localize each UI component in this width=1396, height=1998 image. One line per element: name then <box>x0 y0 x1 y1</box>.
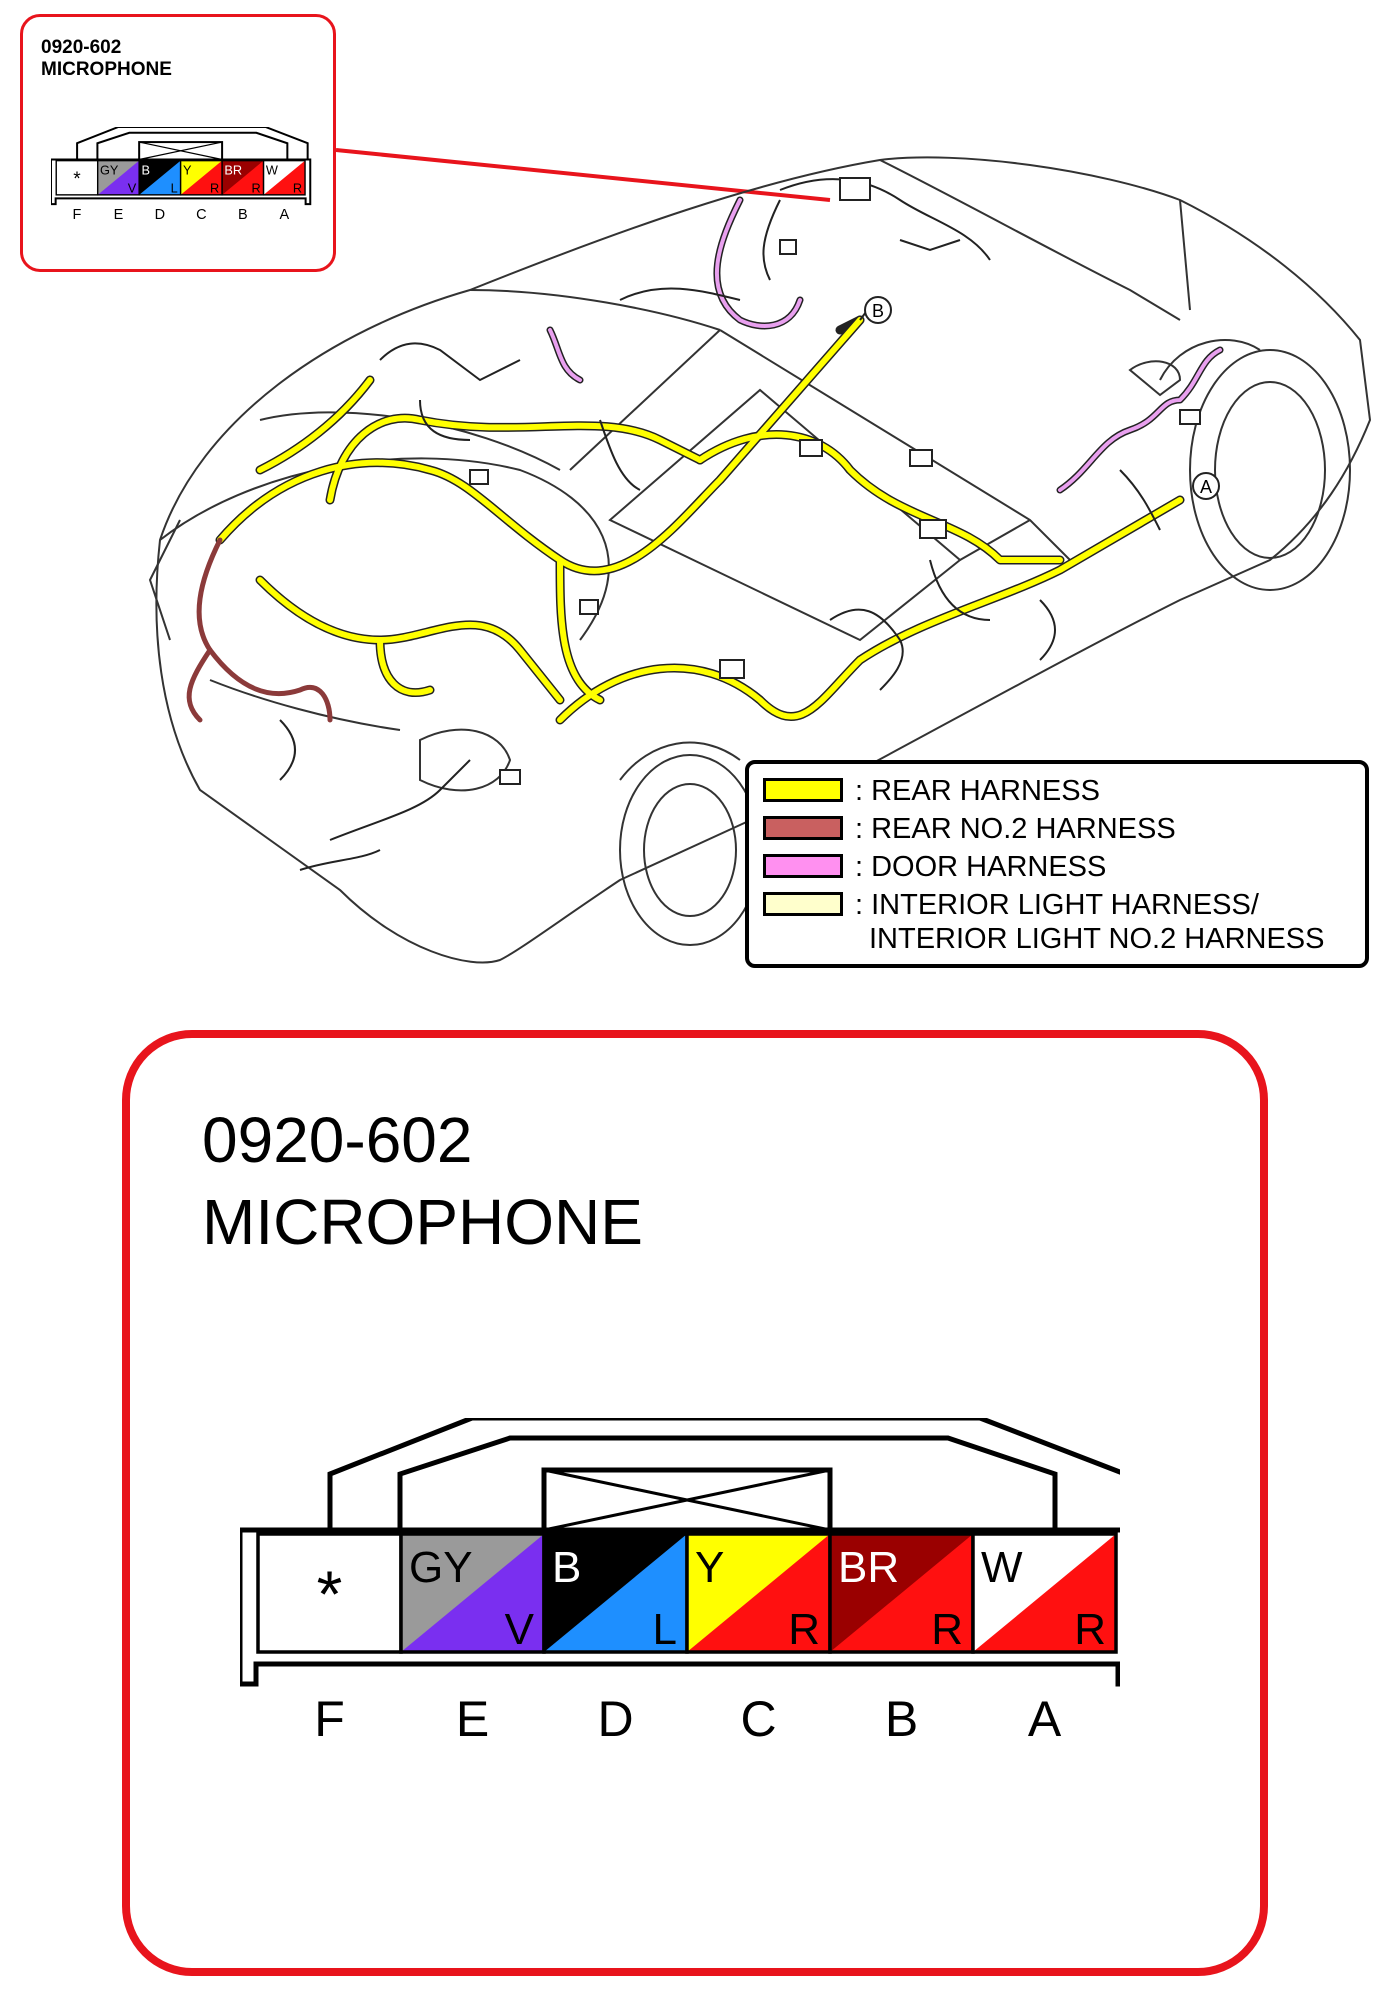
connector-hood <box>327 1418 1120 1530</box>
pin-bottom-color <box>687 1534 830 1652</box>
pin-bottom-color <box>180 160 223 195</box>
pin-bottom-label: R <box>210 181 219 196</box>
pin-bottom-label: R <box>931 1605 963 1654</box>
marker-a: A <box>1192 472 1220 500</box>
connector-hood-inner <box>397 1435 1058 1530</box>
legend-label-rear-harness: : REAR HARNESS <box>855 775 1100 807</box>
pin-top-label: B <box>141 163 150 178</box>
pin-symbol: * <box>73 169 81 190</box>
pin-letter: B <box>238 207 248 223</box>
connector-pin-e: GY V <box>96 159 140 196</box>
connector-pin-a: WR <box>262 159 306 196</box>
legend-label-interior-light-no2-harness: INTERIOR LIGHT NO.2 HARNESS <box>869 923 1325 955</box>
connector-pin-c: YR <box>685 1532 832 1654</box>
pin-bottom-color <box>544 1534 687 1652</box>
legend-swatch-rear-harness <box>763 778 843 802</box>
connector-hood <box>76 127 309 160</box>
connector-code: 0920-602 <box>202 1104 473 1176</box>
legend-label-rear-no2-harness: : REAR NO.2 HARNESS <box>855 813 1176 845</box>
pin-top-label: BR <box>224 163 242 178</box>
connector-pin-f: * <box>55 159 99 196</box>
pin-letter: B <box>885 1691 918 1747</box>
pin-bottom-label: R <box>1074 1605 1106 1654</box>
pin-letter: C <box>740 1691 776 1747</box>
legend-swatch-interior-light-harness <box>763 892 843 916</box>
connector-name: MICROPHONE <box>202 1186 643 1258</box>
pin-top-label: W <box>981 1543 1023 1592</box>
pin-bottom-label: L <box>653 1605 677 1654</box>
pin-letter: A <box>279 207 289 223</box>
pin-symbol: * <box>317 1557 343 1631</box>
callout-leader-line <box>335 148 831 202</box>
connector-pin-c: YR <box>179 159 223 196</box>
pin-letter: F <box>314 1691 345 1747</box>
pin-letter: C <box>196 207 206 223</box>
pin-letter: D <box>597 1691 633 1747</box>
vehicle-harness-drawing: B A <box>148 148 1372 964</box>
latch-cross-line <box>543 1468 831 1532</box>
marker-a-label: A <box>1200 477 1212 497</box>
pin-bottom-color <box>401 1534 544 1652</box>
connector-pin-b: BR R <box>221 159 265 196</box>
small-connector-code: 0920-602 <box>41 37 122 58</box>
pin-bottom-color <box>263 160 306 195</box>
pin-cell-border <box>262 159 306 196</box>
connector-hood-inner <box>96 131 289 160</box>
pin-letter: E <box>114 207 124 223</box>
latch-cross-line <box>139 141 223 161</box>
legend-swatch-rear-no2-harness <box>763 816 843 840</box>
pin-top-label: Y <box>695 1543 724 1592</box>
connector-pin-e: GY V <box>399 1532 546 1654</box>
connector-pin-a: WR <box>971 1532 1118 1654</box>
pin-top-label: W <box>266 163 278 178</box>
pin-bottom-color <box>973 1534 1116 1652</box>
door-harness-wires <box>546 196 1224 494</box>
pin-bottom-color <box>830 1534 973 1652</box>
connector-pin-d: BL <box>138 159 182 196</box>
connector-pin-f: * <box>256 1532 403 1654</box>
pin-letter: A <box>1028 1691 1062 1747</box>
pin-top-label: GY <box>100 163 119 178</box>
connector-pin-d: BL <box>542 1532 689 1654</box>
misc-wires <box>279 178 1161 871</box>
pin-top-label: GY <box>409 1543 473 1592</box>
pin-bottom-label: L <box>171 181 178 196</box>
pin-bottom-label: R <box>293 181 302 196</box>
pin-letter: F <box>73 207 82 223</box>
rear-no2-harness-wires <box>186 537 333 723</box>
legend-swatch-door-harness <box>763 854 843 878</box>
rear-harness-wires <box>215 315 1185 725</box>
pin-bottom-label: R <box>251 181 260 196</box>
pin-bottom-label: V <box>505 1605 535 1654</box>
small-connector-name: MICROPHONE <box>41 59 172 80</box>
pin-top-label: B <box>552 1543 581 1592</box>
pin-top-label: Y <box>183 163 192 178</box>
pin-bottom-label: V <box>128 181 137 196</box>
harness-legend: : REAR HARNESS : REAR NO.2 HARNESS : DOO… <box>745 760 1369 968</box>
pin-bottom-color <box>258 1534 401 1652</box>
pin-bottom-color <box>222 160 264 195</box>
pin-top-label: BR <box>838 1543 899 1592</box>
pin-letter: D <box>155 207 165 223</box>
marker-b-label: B <box>872 301 884 321</box>
pin-letter: E <box>456 1691 489 1747</box>
legend-label-interior-light-harness: : INTERIOR LIGHT HARNESS/ <box>855 889 1259 921</box>
connector-pin-b: BR R <box>828 1532 975 1654</box>
car-body <box>148 156 1372 964</box>
pin-bottom-label: R <box>788 1605 820 1654</box>
pin-cell-border <box>971 1532 1118 1654</box>
legend-label-door-harness: : DOOR HARNESS <box>855 851 1107 883</box>
connector-blocks <box>469 177 1201 785</box>
marker-b: B <box>859 296 892 324</box>
